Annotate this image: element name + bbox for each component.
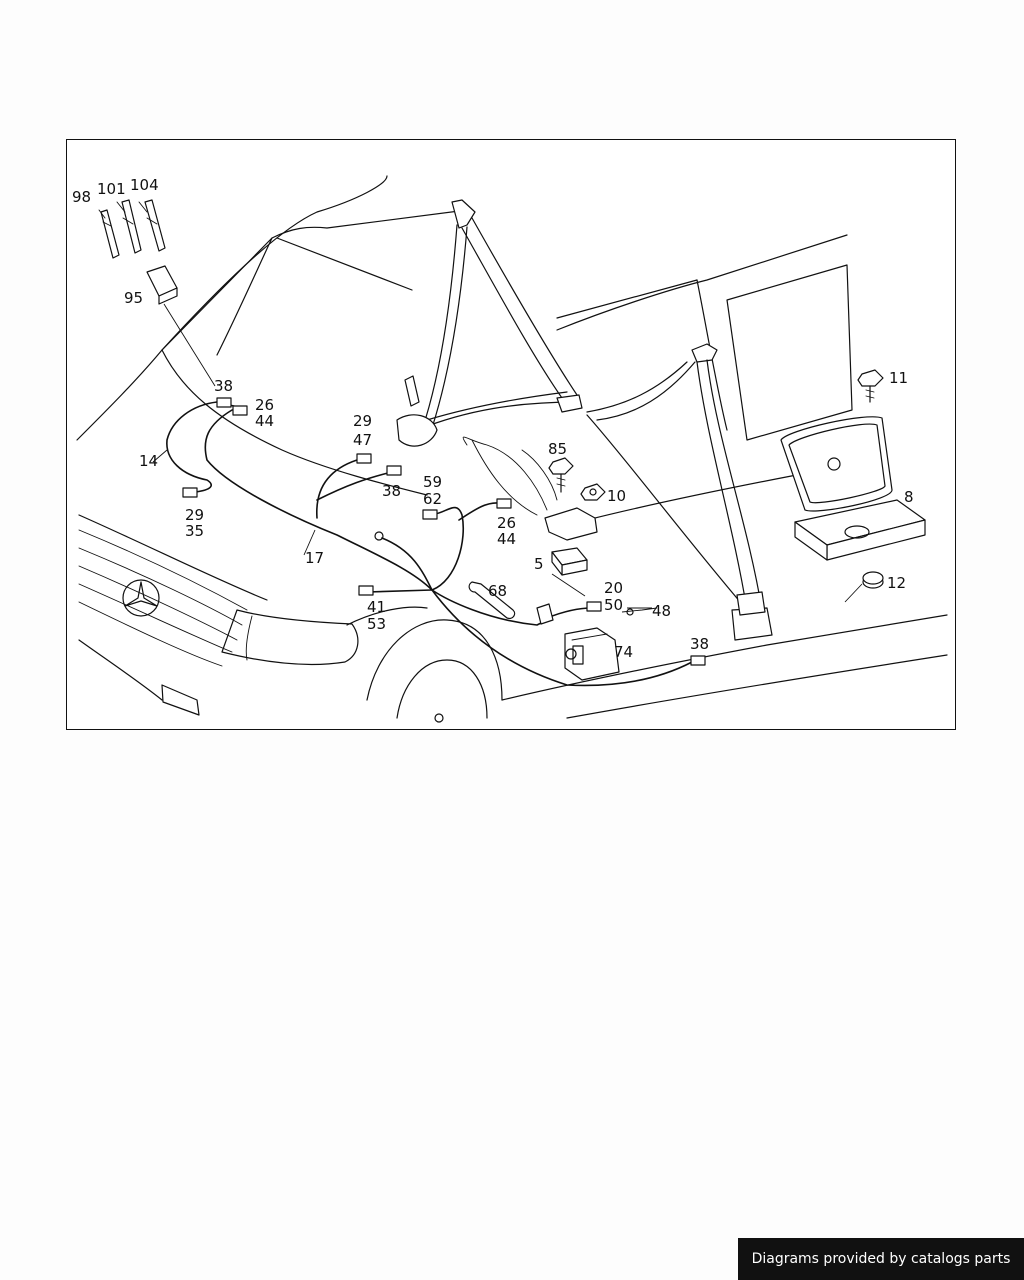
callout-74: 74 bbox=[614, 643, 633, 661]
callout-44-mid: 44 bbox=[497, 530, 516, 548]
callout-5: 5 bbox=[534, 555, 544, 573]
parts-diagram-frame: 98 101 104 95 38 26 44 14 29 35 17 29 47… bbox=[66, 139, 956, 730]
callout-41: 41 bbox=[367, 598, 386, 616]
footer-credit-text: Diagrams provided by catalogs parts bbox=[751, 1251, 1011, 1267]
connector-housing-95 bbox=[146, 265, 178, 305]
rear-seat-belt bbox=[586, 343, 773, 641]
callout-35: 35 bbox=[185, 522, 204, 540]
connector-29-35 bbox=[182, 487, 198, 498]
harness-connectors bbox=[182, 397, 706, 666]
connector-41-53 bbox=[358, 585, 374, 596]
callout-95: 95 bbox=[124, 289, 143, 307]
rubber-grommet-12 bbox=[862, 571, 884, 589]
parts-diagram: 98 101 104 95 38 26 44 14 29 35 17 29 47… bbox=[72, 175, 948, 723]
callout-17: 17 bbox=[305, 549, 324, 567]
callout-104: 104 bbox=[130, 176, 159, 194]
callout-20: 20 bbox=[604, 579, 623, 597]
connector-38-lower bbox=[690, 655, 706, 666]
rod-68 bbox=[468, 581, 516, 619]
footer-credit-banner: Diagrams provided by catalogs parts bbox=[738, 1238, 1024, 1280]
callout-85: 85 bbox=[548, 440, 567, 458]
callout-68: 68 bbox=[488, 582, 507, 600]
callout-38-upper: 38 bbox=[214, 377, 233, 395]
callout-labels: 98 101 104 95 38 26 44 14 29 35 17 29 47… bbox=[72, 176, 914, 661]
front-seat-belt bbox=[396, 199, 583, 447]
connector-29-47 bbox=[356, 453, 372, 464]
callout-8: 8 bbox=[904, 488, 914, 506]
callout-62: 62 bbox=[423, 490, 442, 508]
connector-26-44-upper bbox=[232, 405, 248, 416]
callout-38-mid: 38 bbox=[382, 482, 401, 500]
callout-11: 11 bbox=[889, 369, 908, 387]
callout-47: 47 bbox=[353, 431, 372, 449]
callout-leader-lines bbox=[152, 303, 863, 609]
connector-59-62 bbox=[422, 509, 438, 520]
bolt-85 bbox=[548, 457, 574, 493]
callout-53: 53 bbox=[367, 615, 386, 633]
callout-10: 10 bbox=[607, 487, 626, 505]
callout-101: 101 bbox=[97, 180, 126, 198]
connector-38-mid bbox=[386, 465, 402, 476]
vehicle-body-outline bbox=[76, 175, 948, 723]
igniter-48-plug bbox=[536, 603, 554, 625]
connector-38-upper bbox=[216, 397, 232, 408]
callout-26-upper: 26 bbox=[255, 396, 274, 414]
control-unit-74 bbox=[564, 627, 620, 681]
screw-11 bbox=[857, 369, 884, 403]
callout-26-mid: 26 bbox=[497, 514, 516, 532]
sensor-5 bbox=[551, 547, 588, 576]
callout-50: 50 bbox=[604, 596, 623, 614]
crimp-terminals-98-101-104 bbox=[98, 199, 166, 259]
mounting-bracket bbox=[544, 507, 598, 541]
callout-29-lower: 29 bbox=[185, 506, 204, 524]
callout-14: 14 bbox=[139, 452, 158, 470]
callout-12: 12 bbox=[887, 574, 906, 592]
connector-26-44-mid bbox=[496, 498, 512, 509]
callout-29-mid: 29 bbox=[353, 412, 372, 430]
mercedes-star-emblem-icon bbox=[122, 579, 160, 617]
callout-48: 48 bbox=[652, 602, 671, 620]
callout-98: 98 bbox=[72, 188, 91, 206]
callout-38-lower: 38 bbox=[690, 635, 709, 653]
callout-59: 59 bbox=[423, 473, 442, 491]
connector-20-50 bbox=[586, 601, 602, 612]
nut-10 bbox=[580, 483, 606, 501]
callout-44-upper: 44 bbox=[255, 412, 274, 430]
control-module-housing-8 bbox=[780, 416, 926, 561]
terminal-48 bbox=[626, 608, 634, 616]
